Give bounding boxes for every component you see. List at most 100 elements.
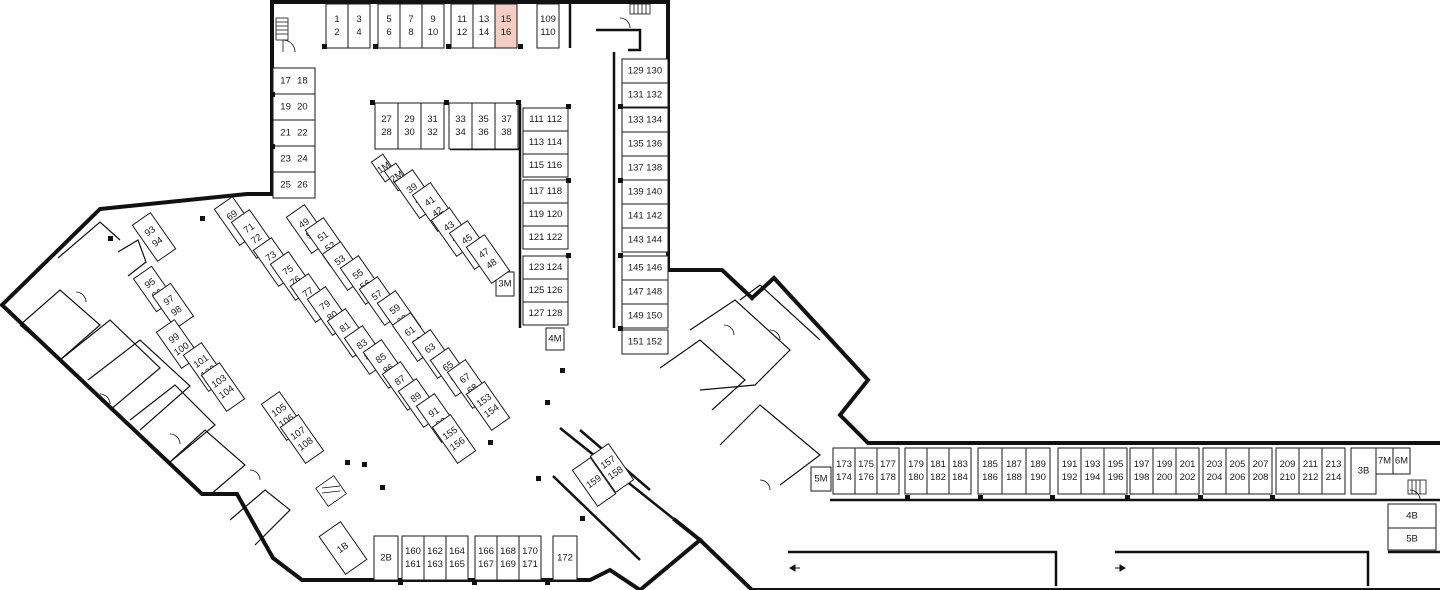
parking-slot-159[interactable]: 159	[571, 456, 617, 508]
slot-number: 212	[1303, 472, 1319, 483]
slot-number: 180	[908, 472, 924, 483]
slot-number: 2	[334, 27, 339, 38]
parking-slot-3-4[interactable]: 34	[347, 3, 371, 49]
slot-number: 3B	[1358, 466, 1370, 477]
parking-slot-5M[interactable]: 5M	[810, 466, 832, 492]
parking-slot-7-8[interactable]: 78	[399, 3, 423, 49]
parking-slot-3B[interactable]: 3B	[1350, 447, 1377, 495]
slot-number: 34	[455, 127, 466, 138]
parking-slot-172[interactable]: 172	[552, 535, 578, 581]
slot-number: 13	[479, 14, 490, 25]
slot-number: 146	[646, 263, 662, 274]
parking-slot-1B[interactable]: 1B	[318, 521, 368, 575]
parking-slot-5-6[interactable]: 56	[377, 3, 401, 49]
stairs-icon	[1407, 479, 1427, 495]
parking-slot-5B[interactable]: 5B	[1387, 527, 1437, 551]
parking-slot-7M[interactable]: 7M	[1375, 447, 1394, 475]
parking-slot-1-2[interactable]: 12	[325, 3, 349, 49]
slot-number: 61	[403, 324, 418, 339]
parking-slot-2B[interactable]: 2B	[373, 535, 399, 581]
slot-number: 141	[628, 211, 644, 222]
parking-slot-9-10[interactable]: 910	[421, 3, 445, 49]
parking-slot-4B[interactable]: 4B	[1387, 503, 1437, 529]
parking-slot-6M[interactable]: 6M	[1392, 447, 1411, 475]
parking-slot-4M[interactable]: 4M	[545, 327, 565, 351]
slot-number: 148	[646, 287, 662, 298]
slot-number: 207	[1253, 459, 1269, 470]
slot-number: 125	[529, 285, 545, 296]
